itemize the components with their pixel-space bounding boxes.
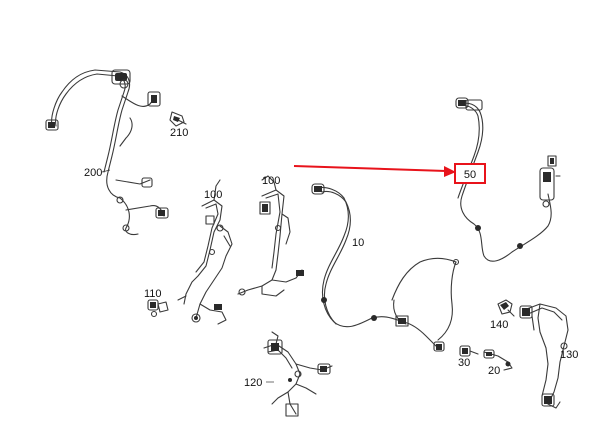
highlight-arrow [293,165,456,177]
part-210-bolt [169,111,187,127]
label-10: 10 [352,237,364,249]
label-140: 140 [490,319,508,331]
leader-200 [101,169,111,173]
label-30: 30 [458,357,470,369]
part-140-bolt [497,299,515,317]
part-30-sensor [459,345,479,357]
part-100-left-bracket [177,179,233,325]
label-130: 130 [560,349,578,361]
label-50: 50 [464,169,476,181]
part-130-bracket [519,303,569,409]
part-20-sensor [483,349,513,371]
label-100-left: 100 [204,189,222,201]
label-210: 210 [170,127,188,139]
part-120-bracket [263,331,333,417]
label-100-right: 100 [262,175,280,187]
part-110-sensor [147,299,169,318]
label-120: 120 [244,377,262,389]
highlight-box [454,163,486,184]
part-50-cable [455,97,561,262]
label-200: 200 [84,167,102,179]
part-100-right-bracket [237,175,304,297]
label-110: 110 [144,288,162,300]
part-200-harness [45,69,169,236]
part-10-cable [311,183,460,352]
label-20: 20 [488,365,500,377]
